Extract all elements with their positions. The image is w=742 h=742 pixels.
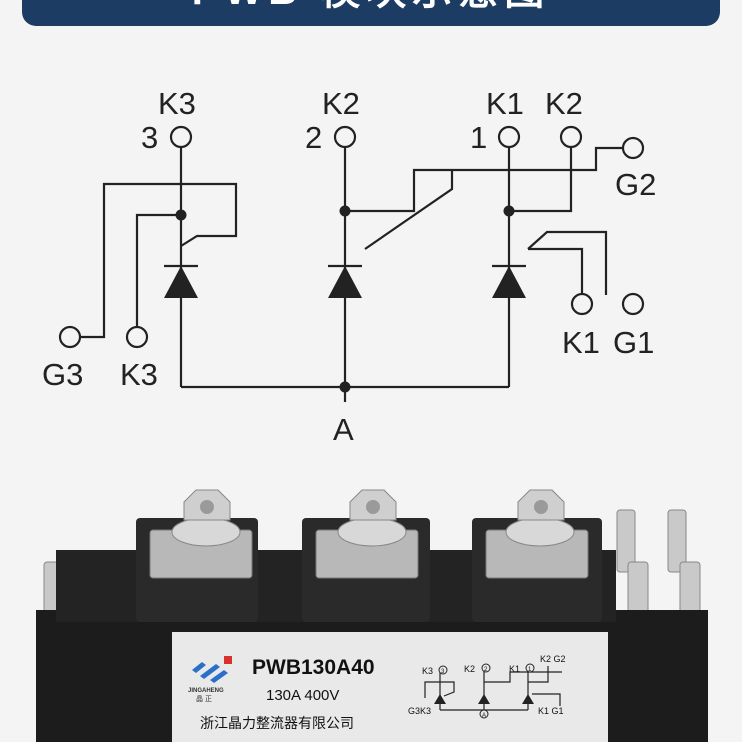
label-mid-k2: K2 bbox=[322, 86, 360, 121]
label-right-1: 1 bbox=[470, 120, 487, 155]
svg-text:A: A bbox=[482, 713, 486, 719]
thyristor-middle-symbol bbox=[328, 266, 362, 298]
svg-text:K2 G2: K2 G2 bbox=[540, 654, 566, 664]
thyristor-right-symbol bbox=[492, 266, 526, 298]
module-rating: 130A 400V bbox=[266, 687, 339, 704]
svg-text:K1: K1 bbox=[509, 664, 520, 674]
module-model: PWB130A40 bbox=[252, 656, 375, 679]
svg-text:JINGAHENG: JINGAHENG bbox=[188, 688, 224, 694]
svg-text:2: 2 bbox=[484, 667, 488, 673]
label-anode-a: A bbox=[333, 412, 354, 447]
module-company: 浙江晶力整流器有限公司 bbox=[200, 715, 354, 731]
label-mid-2: 2 bbox=[305, 120, 322, 155]
svg-text:K1 G1: K1 G1 bbox=[538, 706, 564, 716]
label-g1: G1 bbox=[613, 325, 654, 360]
svg-text:1: 1 bbox=[528, 667, 532, 673]
banner-title: PWB 模块示意图 bbox=[22, 0, 720, 16]
label-g2: G2 bbox=[615, 167, 656, 202]
label-left-3: 3 bbox=[141, 120, 158, 155]
label-g3: G3 bbox=[42, 357, 83, 392]
module-label-plate bbox=[172, 632, 608, 742]
label-right-k1: K1 bbox=[486, 86, 524, 121]
brand-logo: JINGAHENG 晶 正 bbox=[188, 656, 232, 703]
label-k3-bottom: K3 bbox=[120, 357, 158, 392]
svg-text:晶 正: 晶 正 bbox=[196, 695, 212, 703]
thyristor-circuit-diagram: K3 3 K2 2 K1 1 K2 G2 K1 G1 G3 K3 A bbox=[42, 86, 656, 447]
module-photo: JINGAHENG 晶 正 PWB130A40 130A 400V 浙江晶力整流… bbox=[36, 489, 708, 742]
svg-text:K2: K2 bbox=[464, 664, 475, 674]
label-left-k3: K3 bbox=[158, 86, 196, 121]
thyristor-left-symbol bbox=[164, 266, 198, 298]
svg-text:G3K3: G3K3 bbox=[408, 706, 431, 716]
title-banner: PWB 模块示意图 bbox=[22, 0, 720, 26]
svg-text:K3: K3 bbox=[422, 666, 433, 676]
label-k1: K1 bbox=[562, 325, 600, 360]
svg-text:3: 3 bbox=[441, 669, 445, 675]
label-right-k2: K2 bbox=[545, 86, 583, 121]
